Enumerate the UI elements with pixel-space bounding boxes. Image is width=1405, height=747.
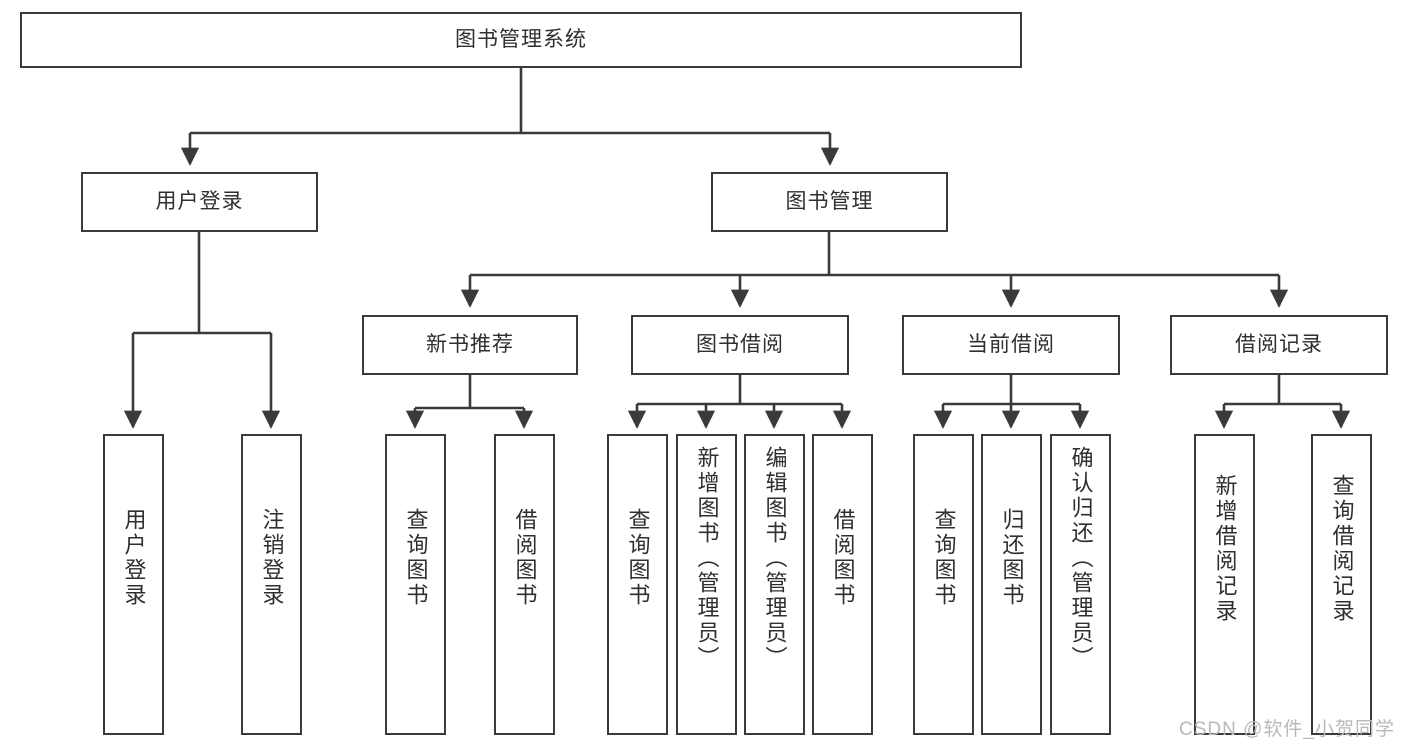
node-label: 编辑图书（管理员） bbox=[762, 446, 788, 671]
leaf-book-borrow-1[interactable]: 查询图书 bbox=[607, 434, 668, 735]
node-label: 图书借阅 bbox=[696, 332, 784, 356]
leaf-book-borrow-2[interactable]: 新增图书（管理员） bbox=[676, 434, 737, 735]
node-label: 查询图书 bbox=[625, 508, 651, 608]
node-current-borrow[interactable]: 当前借阅 bbox=[902, 315, 1120, 375]
node-label: 图书管理 bbox=[785, 189, 874, 213]
leaf-current-borrow-1[interactable]: 查询图书 bbox=[913, 434, 974, 735]
leaf-borrow-record-2[interactable]: 查询借阅记录 bbox=[1311, 434, 1372, 735]
node-label: 查询图书 bbox=[403, 508, 429, 608]
node-label: 新增借阅记录 bbox=[1212, 474, 1238, 624]
node-label: 图书管理系统 bbox=[455, 27, 587, 51]
node-label: 用户登录 bbox=[155, 189, 244, 213]
node-label: 借阅图书 bbox=[830, 508, 856, 608]
node-user-login[interactable]: 用户登录 bbox=[81, 172, 318, 232]
leaf-current-borrow-3[interactable]: 确认归还（管理员） bbox=[1050, 434, 1111, 735]
node-new-book-recommend[interactable]: 新书推荐 bbox=[362, 315, 578, 375]
leaf-borrow-record-1[interactable]: 新增借阅记录 bbox=[1194, 434, 1255, 735]
leaf-new-book-1[interactable]: 查询图书 bbox=[385, 434, 446, 735]
node-borrow-record[interactable]: 借阅记录 bbox=[1170, 315, 1388, 375]
leaf-user-login-1[interactable]: 用户登录 bbox=[103, 434, 164, 735]
node-root-system[interactable]: 图书管理系统 bbox=[20, 12, 1022, 68]
leaf-current-borrow-2[interactable]: 归还图书 bbox=[981, 434, 1042, 735]
node-book-borrow[interactable]: 图书借阅 bbox=[631, 315, 849, 375]
node-label: 注销登录 bbox=[259, 508, 285, 608]
node-label: 归还图书 bbox=[999, 508, 1025, 608]
node-label: 用户登录 bbox=[121, 508, 147, 608]
node-label: 确认归还（管理员） bbox=[1068, 446, 1094, 671]
node-label: 查询图书 bbox=[931, 508, 957, 608]
leaf-book-borrow-4[interactable]: 借阅图书 bbox=[812, 434, 873, 735]
node-label: 借阅图书 bbox=[512, 508, 538, 608]
node-label: 借阅记录 bbox=[1235, 332, 1323, 356]
leaf-user-login-2[interactable]: 注销登录 bbox=[241, 434, 302, 735]
node-label: 新增图书（管理员） bbox=[694, 446, 720, 671]
leaf-new-book-2[interactable]: 借阅图书 bbox=[494, 434, 555, 735]
node-label: 查询借阅记录 bbox=[1329, 474, 1355, 624]
leaf-book-borrow-3[interactable]: 编辑图书（管理员） bbox=[744, 434, 805, 735]
node-label: 新书推荐 bbox=[426, 332, 514, 356]
node-book-management[interactable]: 图书管理 bbox=[711, 172, 948, 232]
node-label: 当前借阅 bbox=[967, 332, 1055, 356]
